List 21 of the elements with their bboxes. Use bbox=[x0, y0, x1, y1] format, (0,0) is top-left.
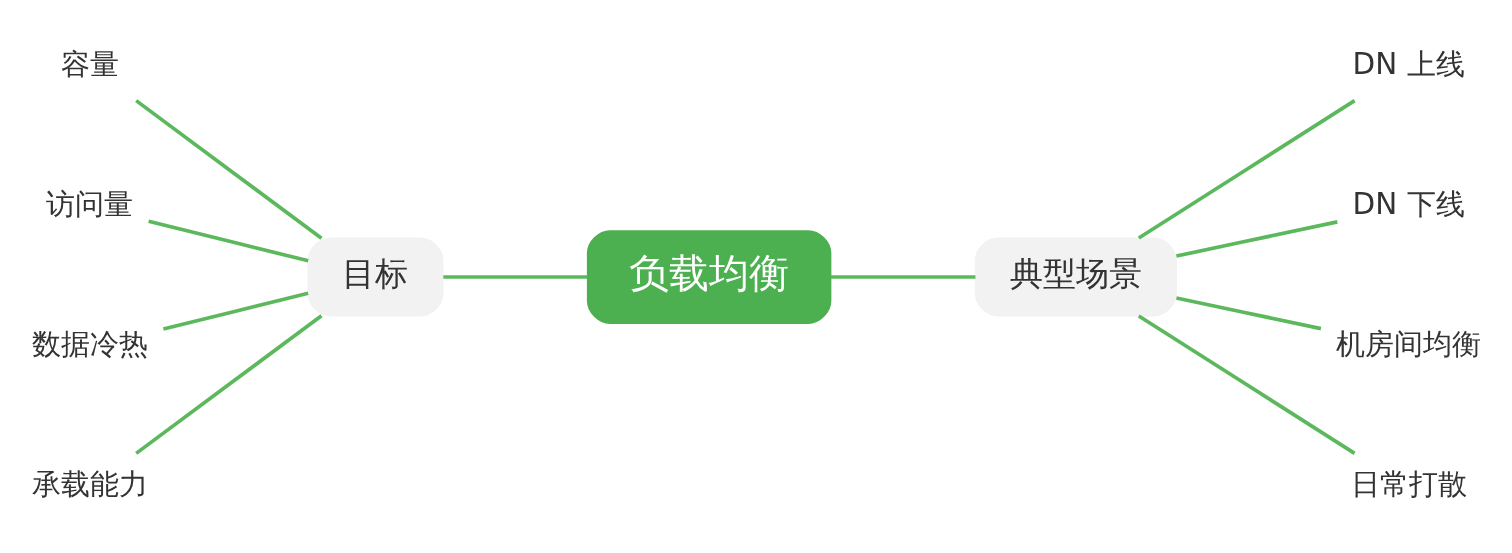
node-text: 访问量 bbox=[46, 186, 134, 221]
node-text: 承载能力 bbox=[31, 466, 148, 501]
connector bbox=[162, 290, 309, 331]
connector bbox=[1176, 295, 1322, 330]
node-text: 日常打散 bbox=[1350, 466, 1467, 501]
node-text: 容量 bbox=[60, 46, 119, 81]
connector bbox=[1137, 98, 1356, 240]
node-box: 目标 bbox=[307, 237, 444, 317]
connector bbox=[443, 274, 588, 279]
connector bbox=[148, 219, 309, 263]
connector bbox=[1176, 219, 1338, 258]
node-text: 数据冷热 bbox=[31, 326, 148, 361]
node-box: 典型场景 bbox=[974, 237, 1177, 317]
connector bbox=[135, 98, 323, 240]
connector bbox=[830, 274, 976, 279]
node-text: DN 下线 bbox=[1352, 186, 1465, 221]
node-box: 负载均衡 bbox=[586, 229, 832, 324]
connector bbox=[1137, 313, 1356, 455]
node-text: 机房间均衡 bbox=[1336, 326, 1482, 361]
connector bbox=[135, 313, 323, 455]
node-text: DN 上线 bbox=[1352, 46, 1465, 81]
